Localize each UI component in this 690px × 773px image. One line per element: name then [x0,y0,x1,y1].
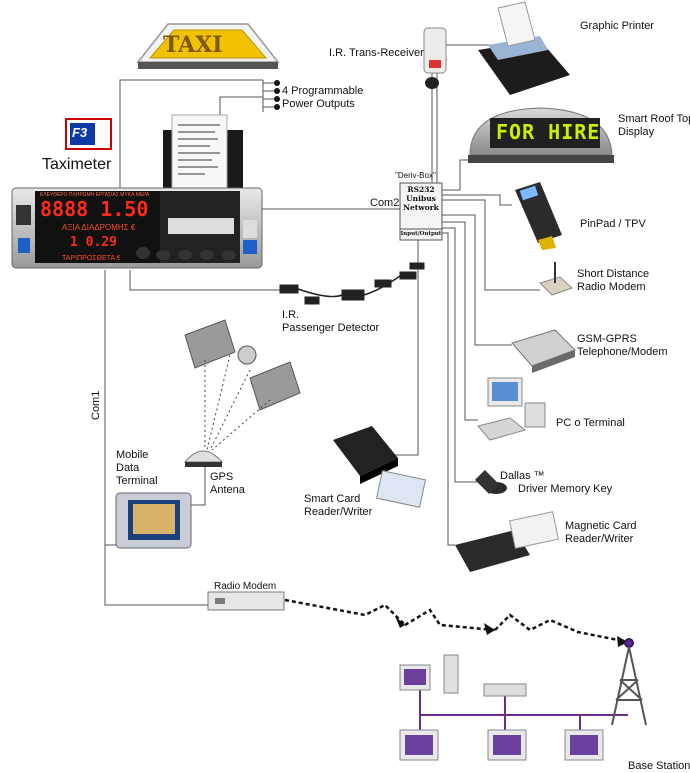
radio-arrows [395,616,628,647]
fare-label: ΑΞΙΑ ΔΙΑΔΡΟΜΗΣ € [62,223,136,232]
pc-terminal-label: PC o Terminal [556,417,625,429]
taxi-sign [136,23,280,69]
pinpad-label: PinPad / TPV [580,218,646,230]
taximeter-banner: ΕΛΕΥΘΕΡΟ ΠΛΗΡΩΜΗ ΕΡΓΑΣΙΑΣ ΜΥΚΑ ΜΕΡΑ [40,192,150,198]
extra-display: 1 0.29 [70,235,117,250]
deriv-box-title: "Deriv-Box" [395,171,436,180]
taximeter-title: Taximeter [42,156,112,173]
taximeter-logo [65,118,112,150]
power-output-terminals [263,80,280,110]
passenger-detector-label: I.R.Passenger Detector [282,309,380,334]
graphic-printer-label: Graphic Printer [580,20,654,32]
gsm-modem-device [511,329,576,373]
smart-card-reader-device [333,426,427,508]
mobile-terminal-device [115,492,192,549]
taximeter-unit [11,187,263,269]
taximeter-printer [163,114,243,196]
radio-modem-device [207,591,285,611]
roof-display-text: FOR HIRE [496,120,601,144]
base-station-computers [399,654,604,761]
pinpad-device [515,182,562,250]
deriv-box-footer: Input/Output [400,231,442,237]
ir-receiver-label: I.R. Trans-Receiver [329,47,424,59]
roof-display-device [468,107,614,163]
passenger-detector-device [279,262,425,305]
taxi-sign-text: TAXI [163,32,223,58]
fare-display: 8888 1.50 [40,197,149,221]
magnetic-reader-device [455,511,560,572]
deriv-box [399,182,443,241]
com2-label: Com2 [370,197,400,209]
radio-link [284,598,629,644]
dallas-key-device [474,469,507,495]
taximeter-logo-text: F3 [72,125,88,140]
graphic-printer-device [478,1,570,95]
radio-modem-label: Radio Modem [214,581,277,592]
ir-receiver-device [423,27,447,89]
extra-label: ΤΑΡΙΠΡΟΣΘΕΤΑ € [62,255,121,262]
gps-satellites [184,319,301,451]
com1-label: Com1 [90,390,102,420]
short-radio-modem-device [539,262,573,296]
base-station-label: Base Station [628,760,690,772]
connection-wires [104,44,628,735]
gps-antenna-device [183,450,224,467]
pc-terminal-device [477,377,546,441]
base-station-tower [611,638,647,726]
